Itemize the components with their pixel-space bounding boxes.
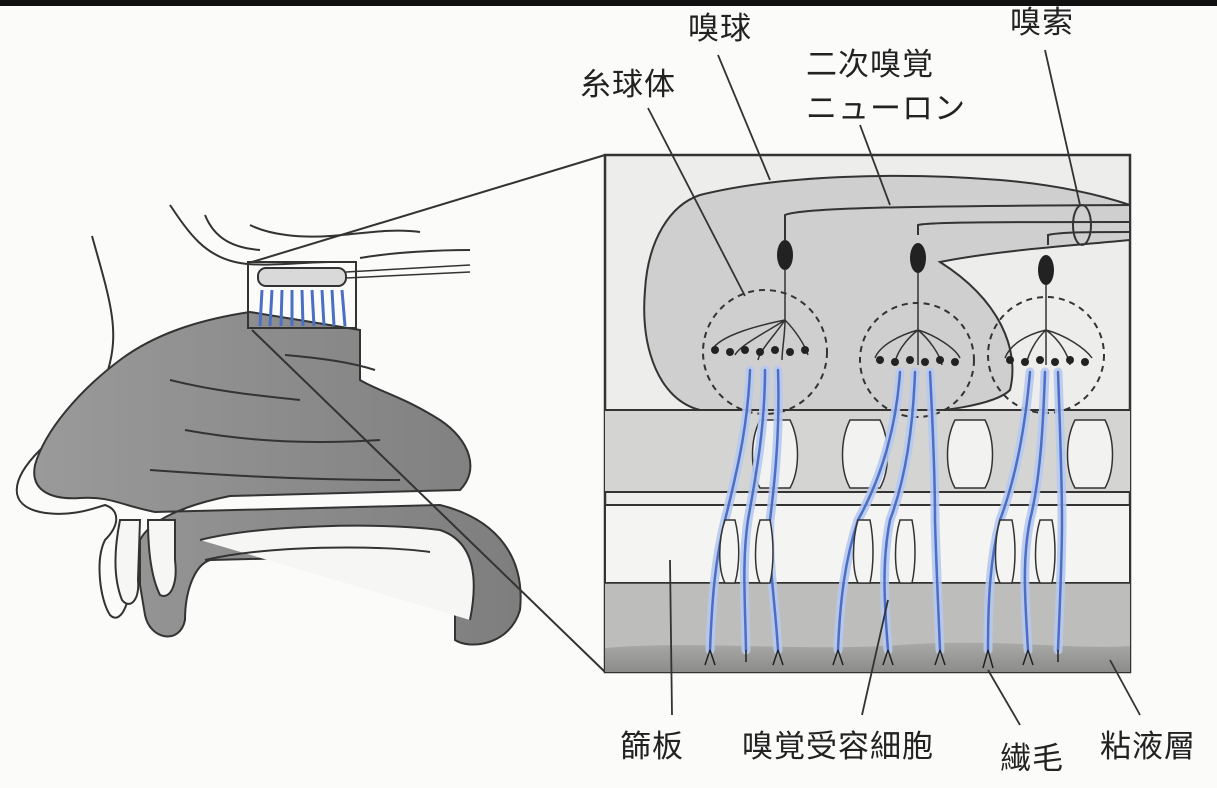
label-cribriform-plate: 篩板 bbox=[620, 732, 684, 763]
label-glomerulus: 糸球体 bbox=[580, 70, 676, 101]
magnified-panel bbox=[605, 155, 1130, 672]
label-secondary-neuron-line2: ニューロン bbox=[806, 94, 966, 125]
label-olfactory-receptor-cell: 嗅覚受容細胞 bbox=[742, 732, 934, 763]
head-section bbox=[17, 205, 521, 645]
label-olfactory-tract: 嗅索 bbox=[1010, 8, 1074, 39]
teeth bbox=[115, 520, 140, 604]
zoom-line-top bbox=[252, 155, 605, 262]
mucus-layer bbox=[605, 643, 1130, 672]
zoom-line-bottom bbox=[252, 330, 605, 672]
label-olfactory-bulb: 嗅球 bbox=[688, 14, 752, 45]
label-secondary-neuron-line1: 二次嗅覚 bbox=[806, 50, 934, 81]
label-mucus-layer: 粘液層 bbox=[1100, 732, 1196, 763]
palate bbox=[200, 526, 474, 620]
label-cilia: 繊毛 bbox=[1000, 744, 1064, 775]
